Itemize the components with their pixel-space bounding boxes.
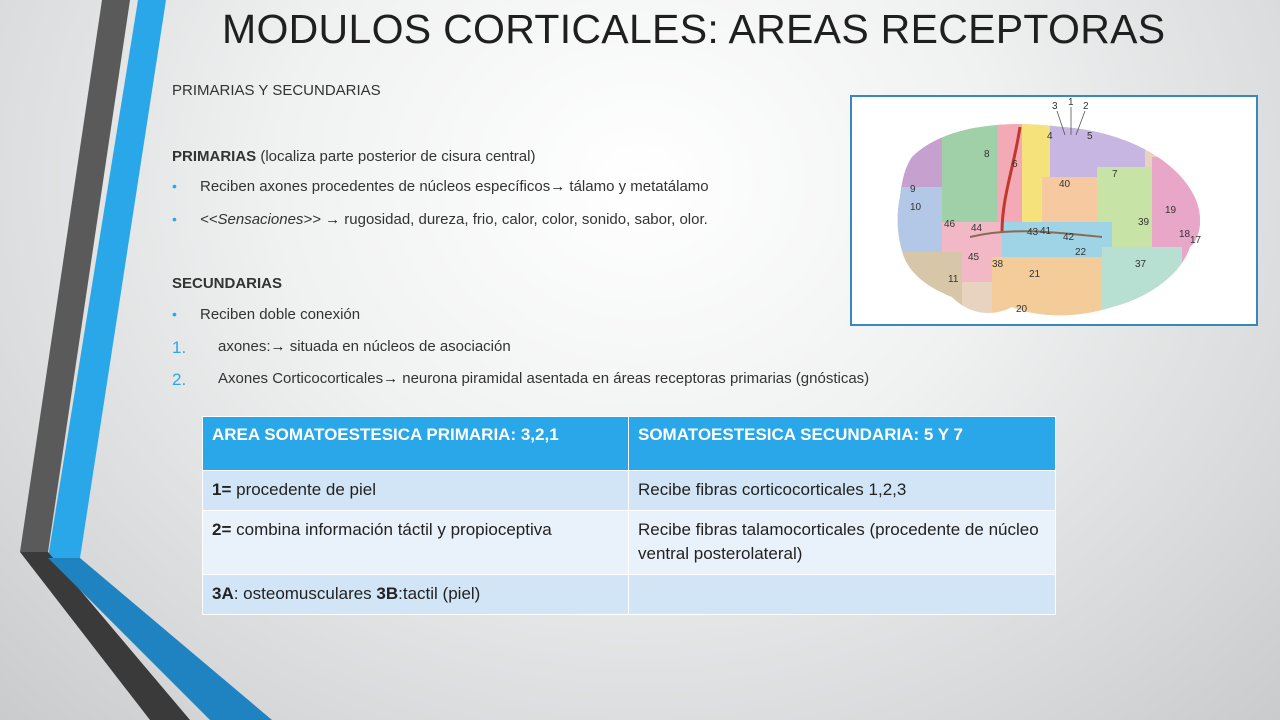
numbered-text-after: situada en núcleos de asociación <box>285 338 511 355</box>
cell-text: : osteomusculares <box>233 583 377 603</box>
area-label: 9 <box>910 184 916 195</box>
table-header-secondary: SOMATOESTESICA SECUNDARIA: 5 Y 7 <box>628 416 1056 471</box>
area-label: 8 <box>984 149 990 160</box>
right-arrow-icon: → <box>325 211 341 228</box>
area-labels: 3 1 2 4 5 8 6 7 9 40 10 46 44 41 42 39 1… <box>910 97 1202 315</box>
lateral-sulcus <box>969 230 1103 238</box>
cell-text: combina información táctil y propiocepti… <box>231 519 552 539</box>
area-label: 37 <box>1135 259 1147 270</box>
numbered-text: axones: <box>218 338 271 355</box>
area-label: 6 <box>1012 159 1018 170</box>
area-label: 22 <box>1075 247 1087 258</box>
numbered-text: Axones Corticocorticales <box>218 370 384 387</box>
area-label: 45 <box>968 252 980 263</box>
secundarias-heading: SECUNDARIAS <box>172 275 283 292</box>
right-arrow-icon: → <box>550 178 566 195</box>
bullet-text-after: rugosidad, dureza, frio, calor, color, s… <box>340 211 708 228</box>
bullet-icon: • <box>172 306 177 322</box>
region-37 <box>1102 247 1182 316</box>
area-label: 4 <box>1047 131 1053 142</box>
bullet-item: • Reciben doble conexión <box>172 306 872 326</box>
blue-diagonal-bar <box>48 558 272 720</box>
numbered-item-text: axones:→ situada en núcleos de asociació… <box>218 338 511 355</box>
cell-text: :tactil (piel) <box>398 583 481 603</box>
bullet-item: • Reciben axones procedentes de núcleos … <box>172 178 872 198</box>
table-row: 1= procedente de piel Recibe fibras cort… <box>202 470 1056 511</box>
region-6 <box>942 124 1002 227</box>
region-21-20 <box>992 257 1122 316</box>
table-row: 2= combina información táctil y propioce… <box>202 509 1056 575</box>
item-number: 1. <box>172 338 187 357</box>
area-label: 17 <box>1190 235 1202 246</box>
area-label: 18 <box>1179 229 1191 240</box>
area-label: 44 <box>971 223 983 234</box>
area-label: 41 <box>1040 226 1052 237</box>
numbered-text-after: neurona piramidal asentada en áreas rece… <box>398 370 870 387</box>
bullet-text: Reciben doble conexión <box>200 306 361 323</box>
area-label: 42 <box>1063 232 1075 243</box>
bullet-icon: • <box>172 211 177 227</box>
numbered-item-text: Axones Corticocorticales→ neurona pirami… <box>218 370 869 387</box>
cell-text: procedente de piel <box>231 480 376 499</box>
dark-diagonal-bar <box>20 552 190 720</box>
area-label: 43 <box>1027 227 1039 238</box>
area-label: 2 <box>1083 101 1089 112</box>
table-cell: 2= combina información táctil y propioce… <box>202 509 629 575</box>
item-number: 2. <box>172 370 187 389</box>
bullet-icon: • <box>172 178 177 194</box>
area-label: 20 <box>1016 304 1028 315</box>
area-label: 19 <box>1165 205 1177 216</box>
table-header-row: AREA SOMATOESTESICA PRIMARIA: 3,2,1 SOMA… <box>202 416 1056 471</box>
blue-bar <box>48 0 166 558</box>
bullet-item-text: Reciben axones procedentes de núcleos es… <box>200 178 709 195</box>
cell-bold-text: 1= <box>212 480 232 499</box>
primarias-heading: PRIMARIAS (localiza parte posterior de c… <box>172 148 535 165</box>
area-label: 5 <box>1087 131 1093 142</box>
cell-bold-text: 3B <box>376 583 399 603</box>
table-row: 3A: osteomusculares 3B:tactil (piel) <box>202 573 1056 615</box>
region-41-42 <box>1002 222 1112 262</box>
table-cell: 1= procedente de piel <box>202 470 629 511</box>
bullet-text-after: tálamo y metatálamo <box>565 178 709 195</box>
area-label: 10 <box>910 202 922 213</box>
numbered-item: 2. Axones Corticocorticales→ neurona pir… <box>172 370 1032 392</box>
area-label: 46 <box>944 219 956 230</box>
table-header-primary: AREA SOMATOESTESICA PRIMARIA: 3,2,1 <box>202 416 629 471</box>
central-sulcus <box>1000 126 1022 233</box>
bullet-text: Reciben axones procedentes de núcleos es… <box>200 178 551 195</box>
table-cell: 3A: osteomusculares 3B:tactil (piel) <box>202 573 629 615</box>
numbered-item: 1. axones:→ situada en núcleos de asocia… <box>172 338 1032 360</box>
dark-gray-bar <box>20 0 130 552</box>
cell-bold-text: 3A <box>212 583 234 603</box>
bullet-item: • <<Sensaciones>> → rugosidad, dureza, f… <box>172 211 872 231</box>
subtitle: PRIMARIAS Y SECUNDARIAS <box>172 82 381 99</box>
slide-title: MODULOS CORTICALES: AREAS RECEPTORAS <box>222 6 1166 52</box>
table-cell-empty <box>628 573 1056 615</box>
brain-regions <box>897 124 1201 316</box>
bullet-item-text: <<Sensaciones>> → rugosidad, dureza, fri… <box>200 211 708 228</box>
table-cell: Recibe fibras talamocorticales (proceden… <box>628 509 1056 575</box>
somatosensory-areas-table: AREA SOMATOESTESICA PRIMARIA: 3,2,1 SOMA… <box>202 416 1056 615</box>
brain-diagram: 3 1 2 4 5 8 6 7 9 40 10 46 44 41 42 39 1… <box>897 97 1202 316</box>
primarias-heading-rest: (localiza parte posterior de cisura cent… <box>256 148 536 165</box>
area-label: 7 <box>1112 169 1118 180</box>
right-arrow-icon: → <box>383 370 399 387</box>
primarias-heading-bold: PRIMARIAS <box>172 148 257 165</box>
label-pointer-lines <box>1056 107 1086 136</box>
area-label: 40 <box>1059 179 1071 190</box>
region-11 <box>897 252 962 316</box>
area-label: 21 <box>1029 269 1041 280</box>
brain-diagram-frame: 3 1 2 4 5 8 6 7 9 40 10 46 44 41 42 39 1… <box>850 95 1258 326</box>
cell-bold-text: 2= <box>212 519 232 539</box>
area-label: 3 <box>1052 101 1058 112</box>
region-9-10 <box>897 187 947 257</box>
right-arrow-icon: → <box>270 338 286 355</box>
bullet-text: <<Sensaciones>> <box>200 211 326 228</box>
area-label: 39 <box>1138 217 1150 228</box>
area-label: 38 <box>992 259 1004 270</box>
area-label: 1 <box>1068 97 1074 108</box>
area-label: 11 <box>948 274 959 285</box>
table-cell: Recibe fibras corticocorticales 1,2,3 <box>628 470 1056 511</box>
